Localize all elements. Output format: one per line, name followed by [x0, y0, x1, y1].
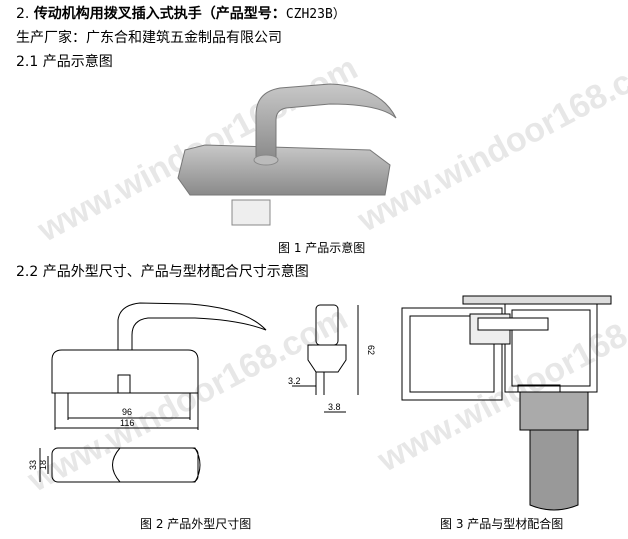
- dim-96: 96: [122, 407, 132, 417]
- product-photo: [177, 83, 397, 226]
- figure-1-caption: 图 1 产品示意图: [278, 241, 366, 255]
- dim-3-8: 3.8: [328, 402, 341, 412]
- figure-2-caption: 图 2 产品外型尺寸图: [140, 517, 252, 531]
- dim-3-2: 3.2: [288, 376, 301, 386]
- dim-18: 18: [38, 460, 48, 470]
- figure-3-caption: 图 3 产品与型材配合图: [440, 517, 564, 531]
- heading: 2. 传动机构用拨叉插入式执手（产品型号：CZH23B）: [16, 6, 346, 22]
- dim-116: 116: [120, 418, 134, 428]
- dim-33: 33: [28, 460, 38, 470]
- section-2-1-heading: 2.1 产品示意图: [16, 54, 113, 70]
- figure-3-drawing: [401, 295, 612, 511]
- manufacturer: 生产厂家：广东合和建筑五金制品有限公司: [16, 30, 282, 46]
- section-2-2-heading: 2.2 产品外型尺寸、产品与型材配合尺寸示意图: [16, 264, 309, 280]
- figure-2-drawing: [39, 302, 359, 483]
- dim-62: 62: [366, 345, 376, 355]
